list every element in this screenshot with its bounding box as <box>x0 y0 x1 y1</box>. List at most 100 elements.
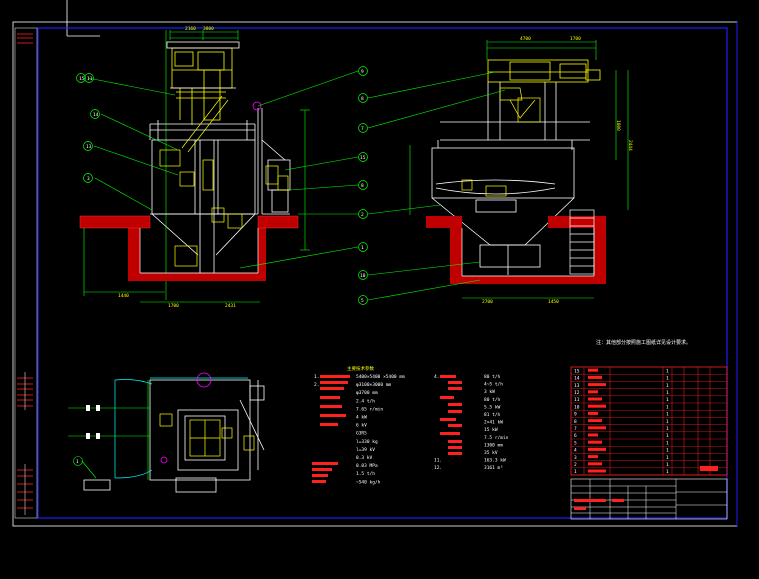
callout-14: 14 <box>93 112 99 118</box>
spec-index: 12. <box>434 465 442 471</box>
parts-row-number: 8 <box>574 419 577 425</box>
parts-row-qty: 1 <box>666 412 669 418</box>
callout-mid-15: 15 <box>360 155 366 161</box>
spec-value: 6 kV <box>356 423 367 429</box>
parts-row-number: 3 <box>574 455 577 461</box>
parts-row-qty: 1 <box>666 404 669 410</box>
parts-row-name-mark <box>588 426 606 430</box>
parts-row-number: 9 <box>574 412 577 418</box>
parts-row-name-mark <box>588 447 606 451</box>
parts-row-name-mark <box>588 390 598 394</box>
parts-row-name-mark <box>588 462 602 466</box>
drawing-note: 注：其他部分按照施工图纸详见设计要求。 <box>596 339 691 346</box>
svg-text:2160: 2160 <box>185 26 196 32</box>
spec-index: 11. <box>434 458 442 464</box>
parts-row-name-mark <box>588 375 602 379</box>
svg-text:1450: 1450 <box>548 299 559 305</box>
spec-value: 1.5 t/h <box>356 471 375 477</box>
parts-row-name-mark <box>588 368 598 372</box>
callout-mid-2: 2 <box>361 212 364 218</box>
parts-row-name-mark <box>588 383 606 387</box>
callout-11: 11 <box>87 76 93 82</box>
parts-row-qty: 1 <box>666 376 669 382</box>
spec-value: 3161 m³ <box>484 465 503 471</box>
parts-row-number: 7 <box>574 426 577 432</box>
spec-index: 1. <box>314 374 319 380</box>
spec-value: φ3700 mm <box>356 390 378 396</box>
spec-value: 2.4 t/h <box>356 398 375 404</box>
parts-row-name-mark <box>588 404 606 408</box>
svg-text:2700: 2700 <box>482 299 493 305</box>
spec-value: 0.3 kV <box>356 455 373 461</box>
parts-row-qty: 1 <box>666 390 669 396</box>
callout-3: 3 <box>87 176 90 182</box>
parts-list-table <box>570 366 728 520</box>
svg-text:1700: 1700 <box>168 303 179 309</box>
spec-value: 163.3 kW <box>484 458 506 464</box>
parts-row-qty: 1 <box>666 433 669 439</box>
spec-value: 5400×5400 ×5400 mm <box>356 374 405 380</box>
parts-row-number: 15 <box>574 368 580 374</box>
parts-row-name-mark <box>588 440 602 444</box>
parts-row-number: 1 <box>574 469 577 475</box>
spec-value: l=330 kg <box>356 439 378 445</box>
callout-mid-7: 7 <box>361 126 364 132</box>
spec-value: l=39 kV <box>356 447 375 453</box>
callout-13: 13 <box>86 144 92 150</box>
parts-row-qty: 1 <box>666 419 669 425</box>
parts-row-number: 6 <box>574 433 577 439</box>
callout-15: 15 <box>79 76 85 82</box>
parts-row-number: 5 <box>574 440 577 446</box>
spec-value: 2×41 kW <box>484 420 503 426</box>
spec-block: 主要技术参数 <box>312 365 462 483</box>
spec-index: 4. <box>434 374 439 380</box>
callout-mid-1: 1 <box>361 245 364 251</box>
parts-row-number: 12 <box>574 390 580 396</box>
parts-row-qty: 1 <box>666 368 669 374</box>
spec-value: 15 kW <box>484 427 498 433</box>
right-elevation-view: 4700 1700 <box>367 36 633 305</box>
spec-value: 5.5 kW <box>484 404 501 410</box>
parts-row-name-mark <box>588 455 598 459</box>
spec-index: 2. <box>314 382 319 388</box>
callout-mid-9: 9 <box>361 69 364 75</box>
parts-row-qty: 1 <box>666 455 669 461</box>
svg-text:1700: 1700 <box>570 36 581 42</box>
parts-row-qty: 1 <box>666 440 669 446</box>
callout-mid-6: 8 <box>361 183 364 189</box>
parts-row-name-mark <box>588 433 598 437</box>
callout-mid-8: 8 <box>361 96 364 102</box>
svg-text:4700: 4700 <box>520 36 531 42</box>
svg-text:2431: 2431 <box>225 303 236 309</box>
spec-value: 3 kW <box>484 389 495 395</box>
parts-row-qty: 1 <box>666 462 669 468</box>
svg-text:2444: 2444 <box>627 140 633 151</box>
parts-row-number: 10 <box>574 404 580 410</box>
parts-row-name-mark <box>588 419 602 423</box>
spec-values: 1.5400×5400 ×5400 mm2.φ3100×3000 mmφ3700… <box>314 374 509 485</box>
callout-mid-10: 10 <box>360 273 366 279</box>
parts-row-number: 11 <box>574 397 580 403</box>
parts-row-qty: 1 <box>666 397 669 403</box>
spec-value: 1300 mm <box>484 442 503 448</box>
parts-row-number: 4 <box>574 448 577 454</box>
parts-row-number: 13 <box>574 383 580 389</box>
mid-callouts <box>358 66 368 305</box>
svg-text:1440: 1440 <box>118 293 129 299</box>
svg-text:1800: 1800 <box>615 120 621 131</box>
parts-row-qty: 1 <box>666 383 669 389</box>
parts-row-name-mark <box>588 469 606 473</box>
spec-value: 4~5 t/h <box>484 382 503 388</box>
callout-plan-1: 1 <box>76 459 79 465</box>
callout-mid-5: 5 <box>361 298 364 304</box>
spec-value: 81 t/h <box>484 412 501 418</box>
parts-row-number: 14 <box>574 376 580 382</box>
spec-value: G3R5 <box>356 431 367 437</box>
parts-row-number: 2 <box>574 462 577 468</box>
parts-row-qty: 1 <box>666 426 669 432</box>
spec-value: 80 t/h <box>484 397 501 403</box>
spec-value: 35 kV <box>484 450 498 456</box>
